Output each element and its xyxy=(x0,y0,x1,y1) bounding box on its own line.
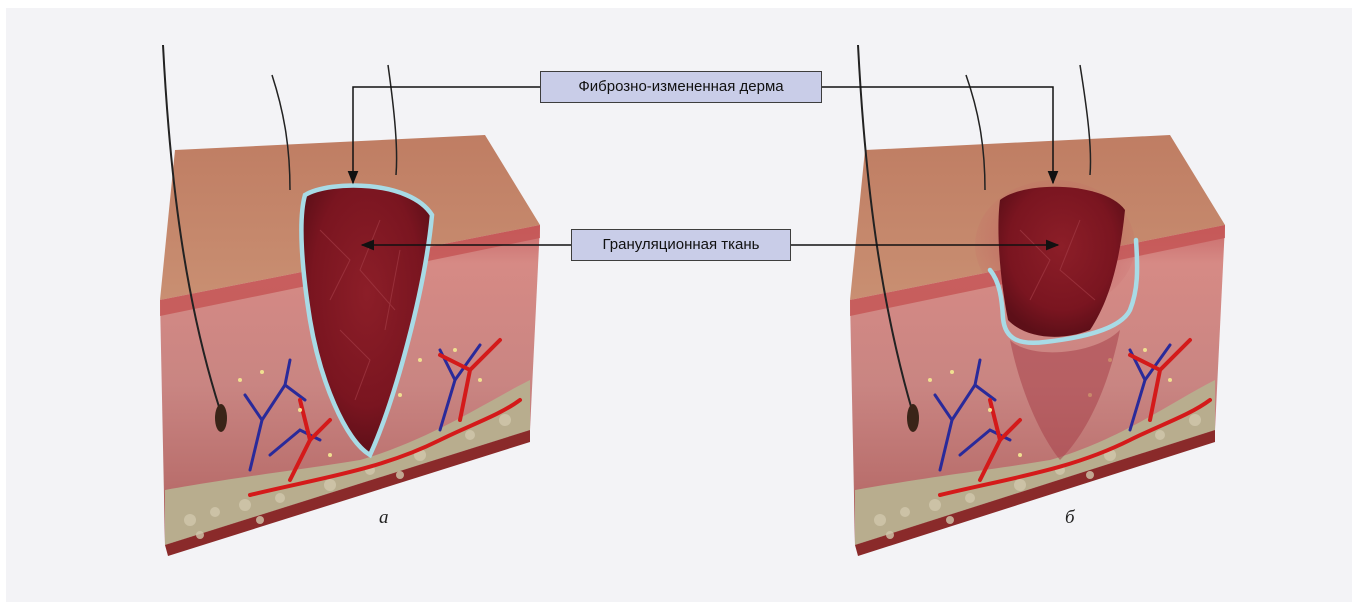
label-granulation-tissue: Грануляционная ткань xyxy=(571,229,791,261)
skin-block-a xyxy=(160,45,540,556)
label-fibrous-dermis: Фиброзно-измененная дерма xyxy=(540,71,822,103)
hair-follicle-icon xyxy=(215,404,227,432)
panel-letter-a: а xyxy=(379,507,389,529)
hair-follicle-icon xyxy=(907,404,919,432)
panel-letter-b: б xyxy=(1065,507,1075,529)
skin-block-b xyxy=(850,45,1225,556)
